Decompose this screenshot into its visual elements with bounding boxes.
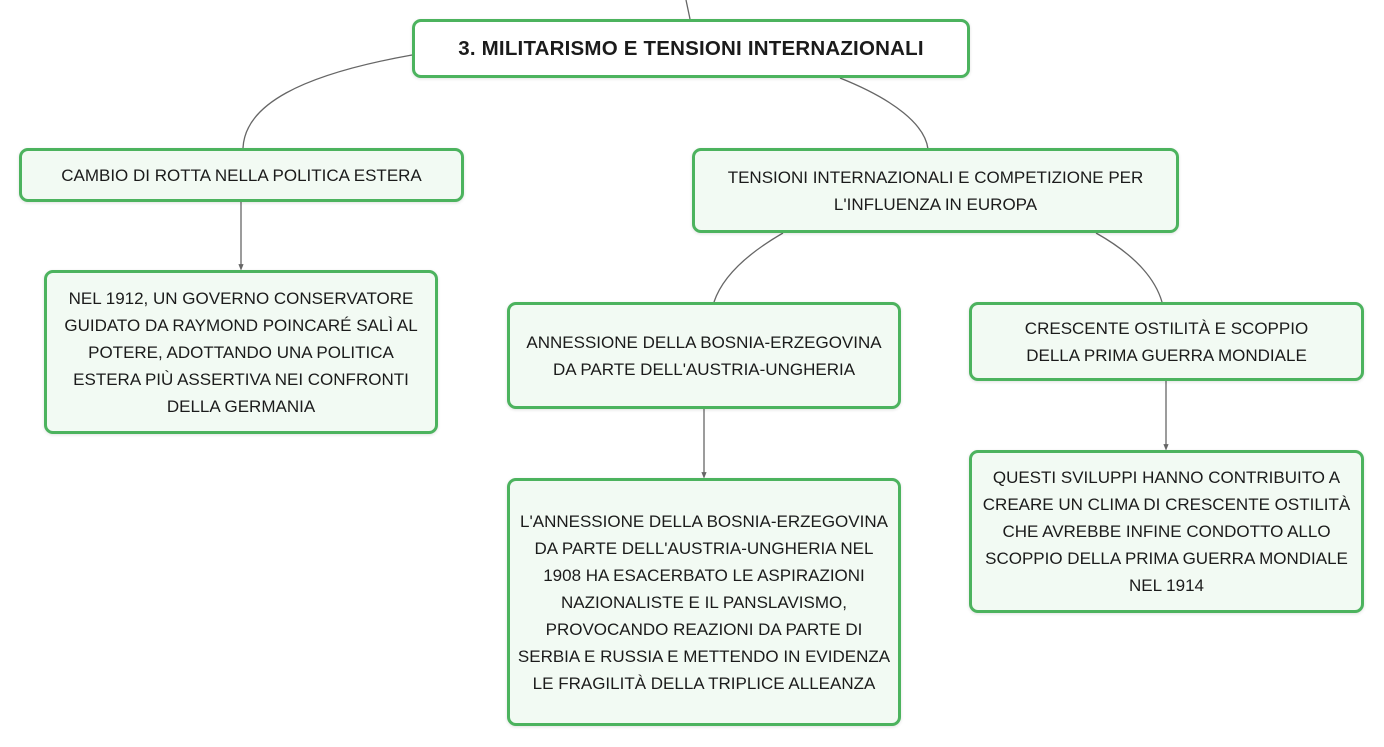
connector-root-incoming <box>685 0 691 20</box>
branch-node-tensioni-internazionali[interactable]: TENSIONI INTERNAZIONALI E COMPETIZIONE P… <box>692 148 1179 233</box>
detail-node-poincare-text: NEL 1912, UN GOVERNO CONSERVATORE GUIDAT… <box>64 288 418 416</box>
root-node[interactable]: 3. MILITARISMO E TENSIONI INTERNAZIONALI <box>412 19 970 78</box>
sub-node-ostilita-label: CRESCENTE OSTILITÀ E SCOPPIO DELLA PRIMA… <box>1024 318 1309 365</box>
branch-node-politica-estera[interactable]: CAMBIO DI ROTTA NELLA POLITICA ESTERA <box>19 148 464 202</box>
root-node-label: 3. MILITARISMO E TENSIONI INTERNAZIONALI <box>458 37 924 60</box>
connector-root-to-left-branch <box>242 54 413 149</box>
sub-node-annessione[interactable]: ANNESSIONE DELLA BOSNIA-ERZEGOVINA DA PA… <box>507 302 901 409</box>
sub-node-annessione-label: ANNESSIONE DELLA BOSNIA-ERZEGOVINA DA PA… <box>526 332 882 379</box>
detail-node-annessione[interactable]: L'ANNESSIONE DELLA BOSNIA-ERZEGOVINA DA … <box>507 478 901 726</box>
detail-node-annessione-text: L'ANNESSIONE DELLA BOSNIA-ERZEGOVINA DA … <box>517 511 891 693</box>
detail-node-ostilita[interactable]: QUESTI SVILUPPI HANNO CONTRIBUITO A CREA… <box>969 450 1364 613</box>
connector-root-to-right-branch <box>839 77 929 150</box>
connector-right-branch-to-annessione <box>713 232 784 303</box>
branch-node-tensioni-internazionali-label: TENSIONI INTERNAZIONALI E COMPETIZIONE P… <box>727 167 1144 214</box>
connector-right-branch-to-ostilita <box>1095 232 1163 303</box>
detail-node-poincare[interactable]: NEL 1912, UN GOVERNO CONSERVATORE GUIDAT… <box>44 270 438 434</box>
sub-node-ostilita[interactable]: CRESCENTE OSTILITÀ E SCOPPIO DELLA PRIMA… <box>969 302 1364 381</box>
detail-node-ostilita-text: QUESTI SVILUPPI HANNO CONTRIBUITO A CREA… <box>982 468 1351 595</box>
branch-node-politica-estera-label: CAMBIO DI ROTTA NELLA POLITICA ESTERA <box>61 165 422 185</box>
